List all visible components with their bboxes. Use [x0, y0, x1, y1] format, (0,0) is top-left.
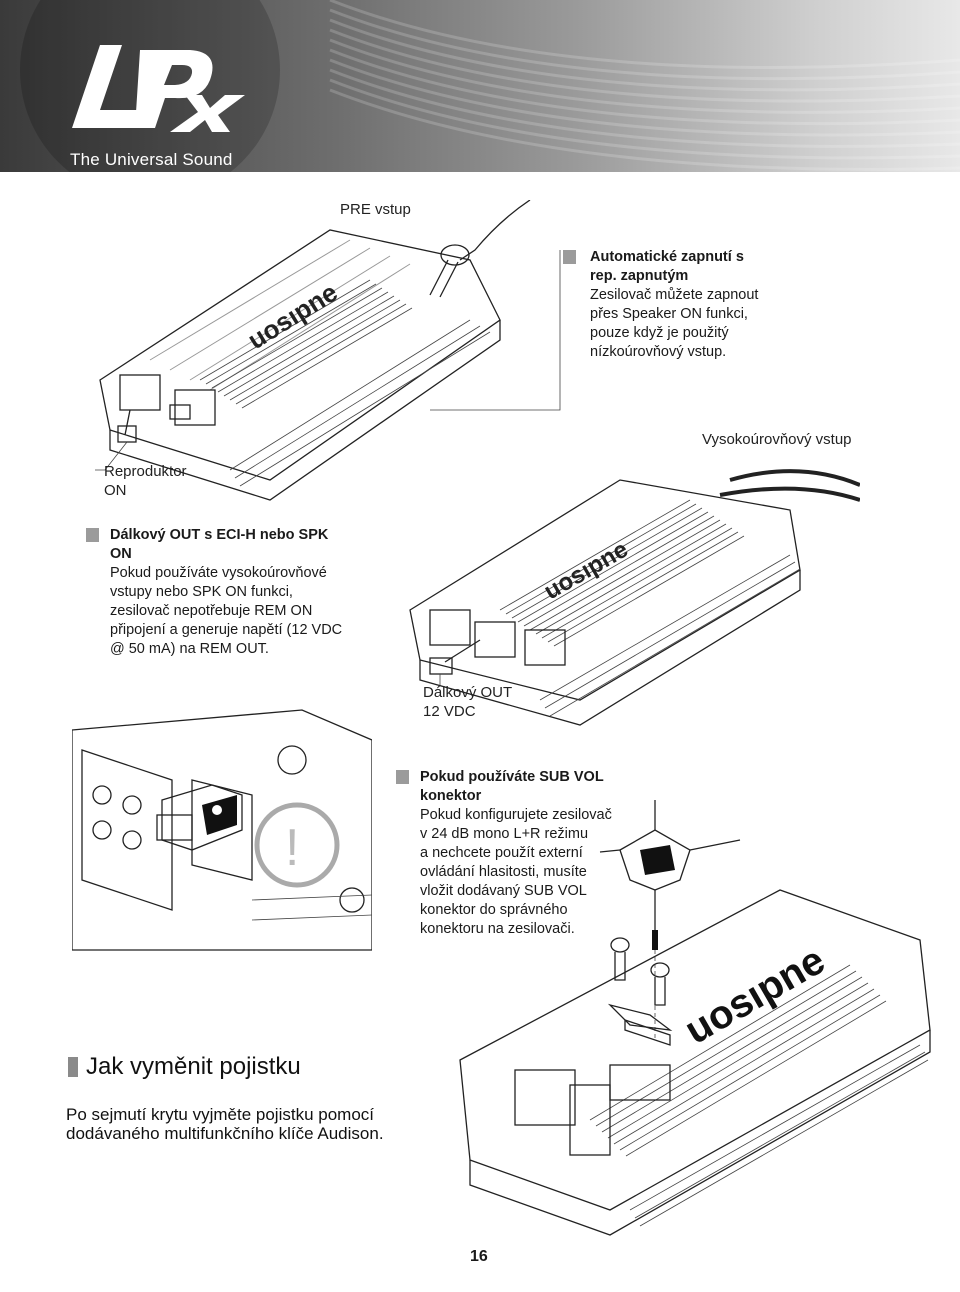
- sub-vol-body-6: konektor do správného: [420, 902, 568, 918]
- remote-out-label-1: Dálkový OUT: [423, 684, 513, 701]
- sub-vol-body-2: v 24 dB mono L+R režimu: [420, 826, 589, 842]
- sub-vol-title-1: Pokud používáte SUB VOL: [420, 769, 604, 785]
- auto-on-body-3: pouze když je použitý: [590, 325, 729, 341]
- amplifier-illustration-middle: uosıpne: [409, 469, 860, 726]
- tagline: The Universal Sound: [70, 150, 233, 169]
- remote-out-body-2: vstupy nebo SPK ON funkci,: [110, 584, 293, 600]
- remote-out-title-1: Dálkový OUT s ECI-H nebo SPK: [110, 527, 329, 543]
- audison-brand-middle: uosıpne: [540, 536, 633, 605]
- auto-on-body-4: nízkoúrovňový vstup.: [590, 344, 727, 360]
- remote-out-title-2: ON: [110, 546, 132, 562]
- sub-vol-title-2: konektor: [420, 788, 482, 804]
- remote-out-body-3: zesilovač nepotřebuje REM ON: [110, 603, 313, 619]
- auto-on-block: Automatické zapnutí s rep. zapnutým Zesi…: [590, 248, 758, 362]
- remote-out-body-5: @ 50 mA) na REM OUT.: [110, 641, 269, 657]
- pre-input-label: PRE vstup: [340, 201, 411, 218]
- fuse-replacement-illustration: uosıpne: [459, 800, 931, 1236]
- auto-on-body-1: Zesilovač můžete zapnout: [590, 287, 759, 303]
- svg-text:!: !: [285, 819, 299, 877]
- fuse-heading: Jak vyměnit pojistku: [86, 1053, 301, 1080]
- sub-vol-connector-closeup: !: [72, 709, 372, 951]
- remote-out-label: Dálkový OUT 12 VDC: [423, 683, 512, 721]
- heading-marker: [68, 1057, 78, 1077]
- fuse-body-2: dodávaného multifunkčního klíče Audison.: [66, 1124, 384, 1143]
- auto-on-title-1: Automatické zapnutí s: [590, 249, 744, 265]
- page-number: 16: [470, 1248, 488, 1265]
- sub-vol-body-1: Pokud konfigurujete zesilovač: [420, 807, 612, 823]
- high-level-input-label: Vysokoúrovňový vstup: [702, 431, 852, 448]
- sub-vol-body-3: a nechcete použít externí: [420, 845, 583, 861]
- remote-out-block: Dálkový OUT s ECI-H nebo SPK ON Pokud po…: [110, 526, 342, 659]
- lrx-logo: [72, 45, 245, 132]
- auto-on-body-2: přes Speaker ON funkci,: [590, 306, 748, 322]
- remote-out-body-4: připojení a generuje napětí (12 VDC: [110, 622, 343, 638]
- section-marker: [563, 250, 576, 264]
- speaker-on-label: Reproduktor ON: [104, 462, 187, 500]
- auto-on-title-2: rep. zapnutým: [590, 268, 689, 284]
- remote-out-body-1: Pokud používáte vysokoúrovňové: [110, 565, 327, 581]
- sub-vol-body-7: konektoru na zesilovači.: [420, 921, 575, 937]
- sub-vol-block: Pokud používáte SUB VOL konektor Pokud k…: [420, 768, 612, 939]
- section-marker: [396, 770, 409, 784]
- header-banner: The Universal Sound: [0, 0, 960, 172]
- speaker-on-line1: Reproduktor: [104, 463, 187, 480]
- sub-vol-body-4: ovládání hlasitosti, musíte: [420, 864, 587, 880]
- audison-brand-bottom: uosıpne: [678, 938, 833, 1053]
- speaker-on-line2: ON: [104, 482, 127, 499]
- fuse-instructions: Po sejmutí krytu vyjměte pojistku pomocí…: [66, 1105, 384, 1143]
- sub-vol-body-5: vložit dodávaný SUB VOL: [420, 883, 587, 899]
- section-marker: [86, 528, 99, 542]
- remote-out-label-2: 12 VDC: [423, 703, 476, 720]
- fuse-body-1: Po sejmutí krytu vyjměte pojistku pomocí: [66, 1105, 375, 1124]
- amplifier-illustration-top: uosıpne: [95, 200, 561, 501]
